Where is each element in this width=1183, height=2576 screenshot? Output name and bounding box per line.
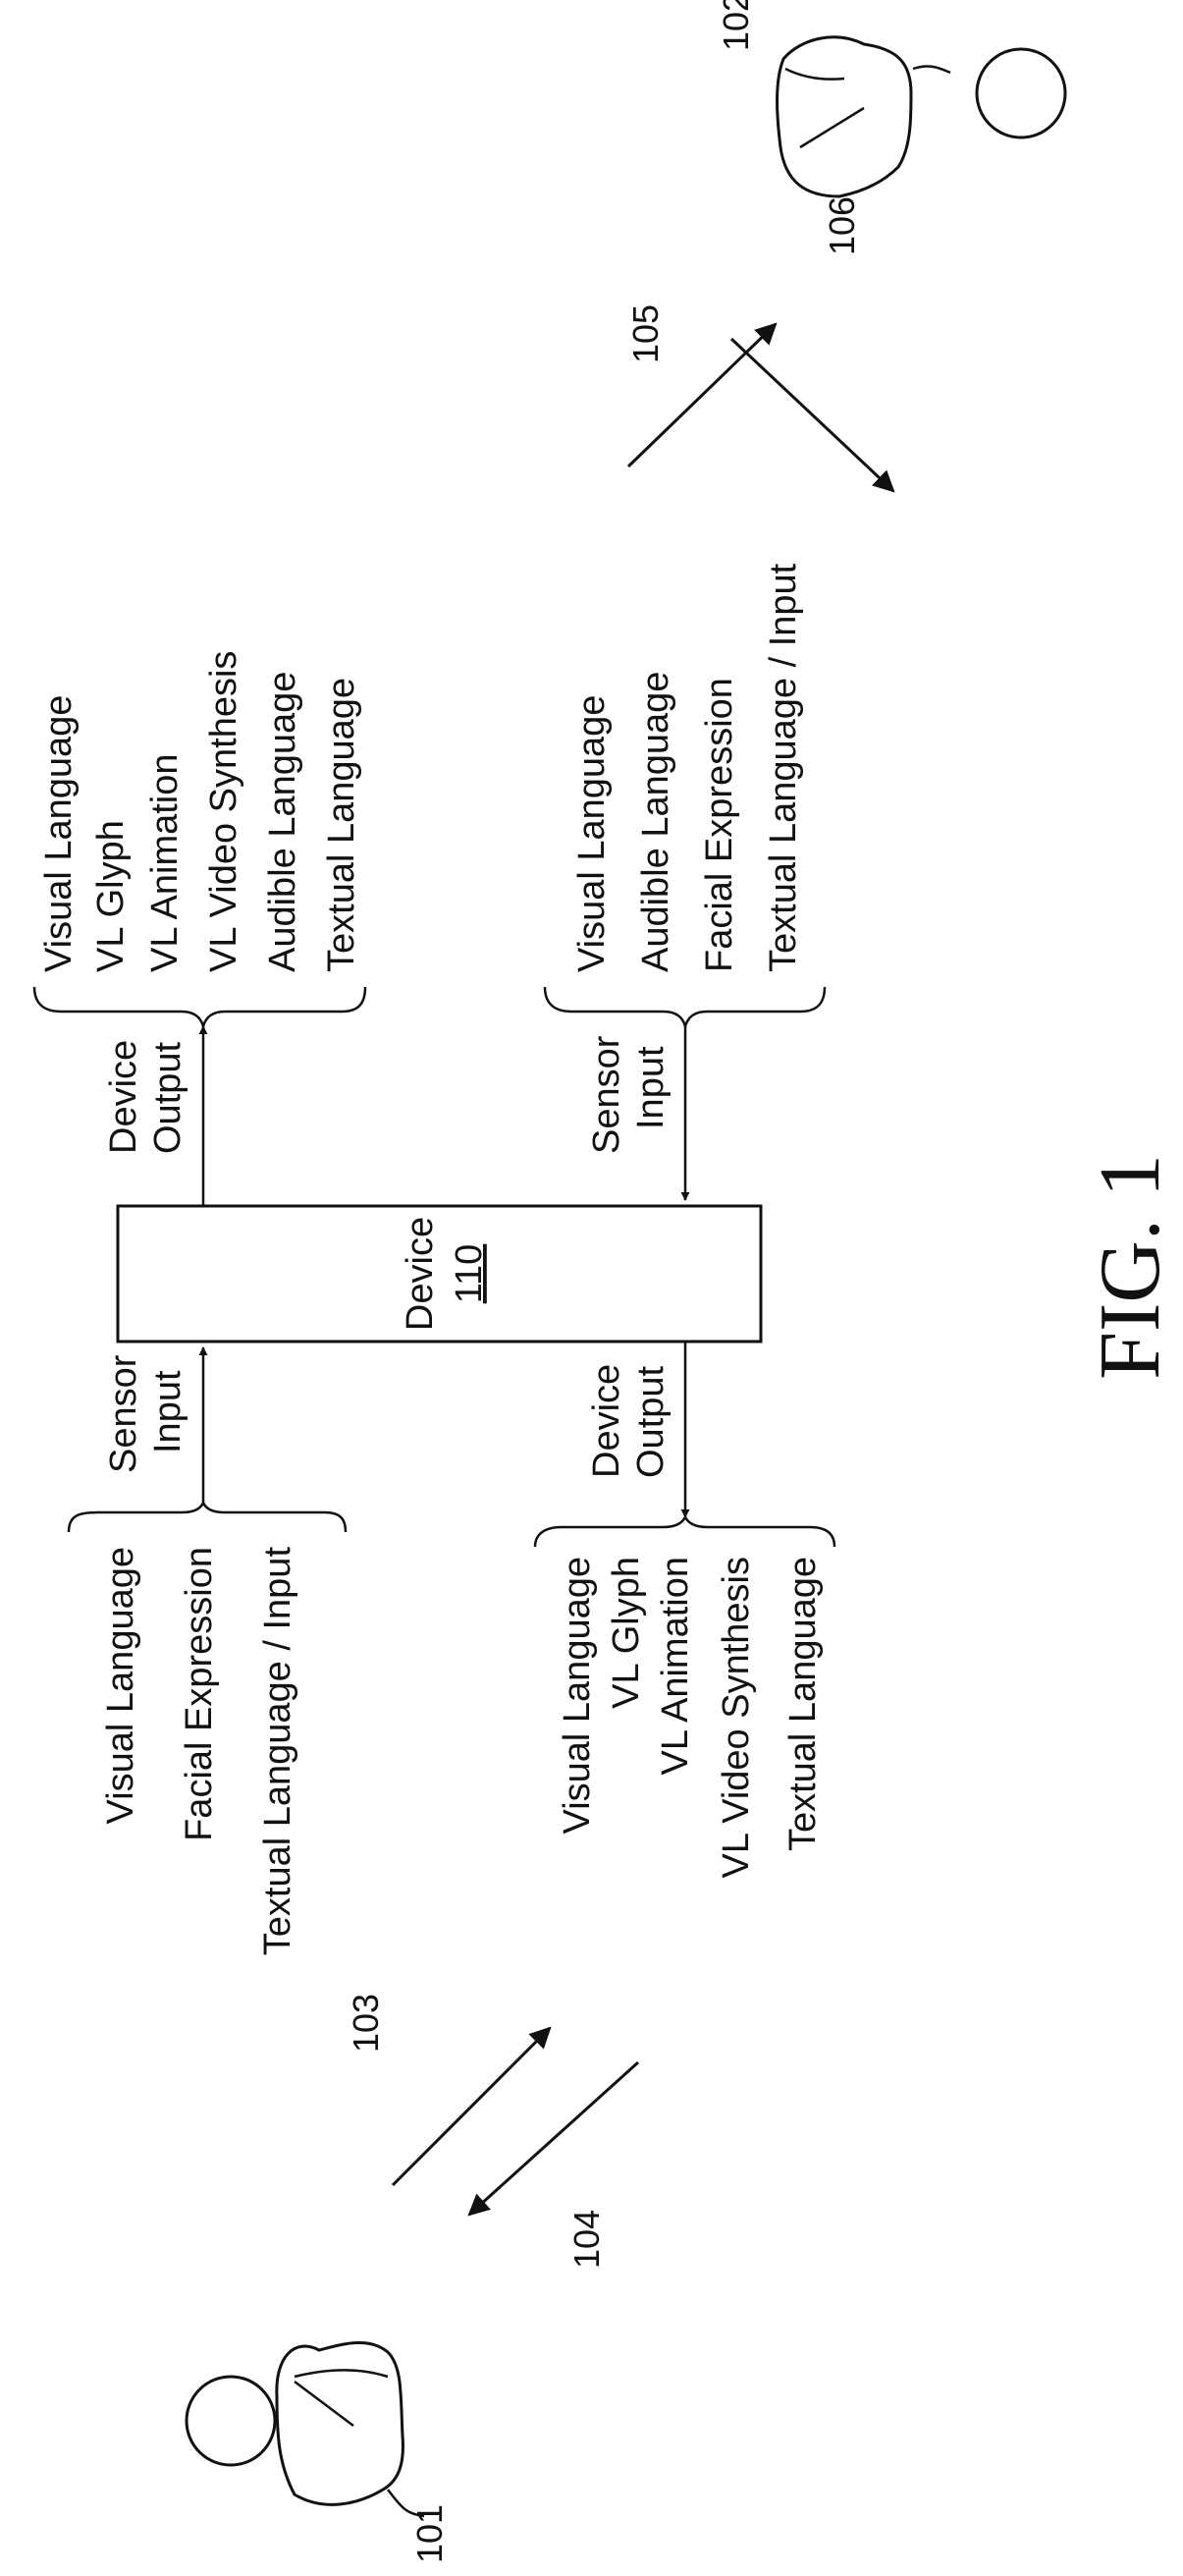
figure-label: FIG. 1 [1083,1154,1178,1380]
device-output-right-label-2: Output [147,1041,188,1154]
left-input-line-3: Textual Language / Input [257,1547,298,1956]
right-input-line-4: Textual Language / Input [763,563,804,972]
person-102 [778,37,1065,196]
arrow-106-label: 106 [822,196,862,255]
brace-right-output [34,987,365,1026]
right-output-line-4: VL Video Synthesis [203,651,244,972]
right-output-line-2: VL Glyph [90,820,132,972]
arrow-103-label: 103 [346,1994,386,2053]
right-output-line-1: Visual Language [38,695,80,972]
right-input-line-2: Audible Language [635,672,676,972]
left-output-line-3: VL Animation [655,1557,696,1776]
person-102-ref: 102 [716,0,756,51]
person-101 [187,2342,403,2504]
arrow-106 [731,339,893,491]
right-input-line-3: Facial Expression [699,678,740,972]
brace-right-input [545,987,825,1026]
device-ref: 110 [449,1244,490,1304]
left-output-line-4: VL Video Synthesis [716,1557,757,1878]
brace-left-output [535,1517,834,1547]
sensor-input-right-label-2: Input [630,1046,672,1129]
right-input-line-1: Visual Language [571,695,613,972]
sensor-input-left-label-2: Input [147,1370,188,1453]
device-output-right-label-1: Device [103,1040,144,1154]
device-output-left-label-2: Output [630,1365,672,1478]
left-input-line-2: Facial Expression [179,1547,220,1841]
right-output-line-6: Textual Language [321,678,362,972]
left-output-line-5: Textual Language [782,1557,824,1851]
right-output-line-5: Audible Language [262,672,303,972]
person-102-leader [913,66,950,73]
left-output-line-1: Visual Language [557,1557,598,1834]
device-output-left-label-1: Device [586,1364,627,1478]
right-output-line-3: VL Animation [144,753,186,972]
brace-left-input [69,1503,346,1532]
arrow-105-label: 105 [625,304,666,363]
sensor-input-left-label-1: Sensor [103,1354,144,1473]
left-output-line-2: VL Glyph [606,1557,647,1709]
person-101-ref: 101 [409,2504,450,2563]
sensor-input-right-label-1: Sensor [586,1035,627,1154]
device-label: Device [400,1217,441,1331]
arrow-104-label: 104 [566,2210,607,2269]
left-input-line-1: Visual Language [100,1547,141,1824]
